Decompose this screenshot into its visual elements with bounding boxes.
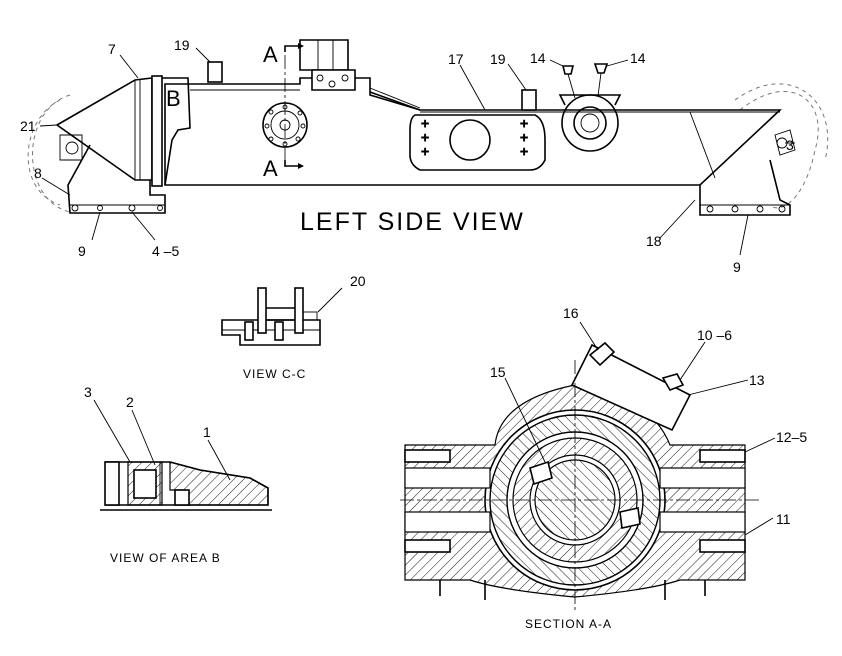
callout-20: 20 [350, 273, 366, 289]
callout-14-left: 14 [530, 50, 546, 66]
callout-1: 1 [203, 424, 211, 440]
idler-cone [55, 77, 153, 181]
callout-13: 13 [749, 372, 765, 388]
left-side-view: + + + + + + [27, 39, 829, 216]
callout-19-right: 19 [490, 51, 506, 67]
callout-8: 8 [34, 165, 42, 181]
callout-18: 18 [646, 233, 662, 249]
section-a-marker-bottom: A [263, 156, 278, 181]
svg-text:+: + [421, 143, 429, 159]
callout-16: 16 [563, 305, 579, 321]
view-cc [221, 287, 343, 346]
callout-4-5: 4 –5 [152, 243, 179, 259]
callout-14-right: 14 [630, 50, 646, 66]
svg-text:+: + [421, 115, 429, 131]
section-aa-title: SECTION A-A [525, 617, 612, 631]
callout-3-area-b: 3 [84, 384, 92, 400]
callout-2: 2 [126, 394, 134, 410]
callout-21: 21 [20, 118, 36, 134]
left-side-view-title: LEFT SIDE VIEW [300, 208, 525, 236]
callout-11: 11 [776, 511, 791, 527]
callout-9-right: 9 [733, 259, 741, 275]
svg-text:+: + [520, 115, 528, 131]
callout-3-main: 3 [786, 137, 794, 153]
view-area-b [100, 461, 272, 511]
callout-15: 15 [490, 364, 506, 380]
callout-12-5: 12–5 [776, 429, 807, 445]
svg-text:+: + [520, 129, 528, 145]
view-area-b-title: VIEW OF AREA B [110, 551, 221, 565]
callout-10-6: 10 –6 [697, 327, 732, 343]
track-frame-beam [164, 77, 783, 186]
callout-7: 7 [108, 41, 116, 57]
mounting-flange [151, 75, 163, 187]
section-aa [400, 341, 760, 610]
section-a-marker-top: A [263, 42, 278, 67]
svg-text:+: + [421, 129, 429, 145]
area-b-marker: B [166, 86, 181, 111]
svg-text:+: + [520, 143, 528, 159]
callout-9-left: 9 [78, 243, 86, 259]
view-cc-title: VIEW C-C [243, 367, 306, 381]
callout-19-left: 19 [174, 37, 190, 53]
callout-17: 17 [448, 51, 464, 67]
